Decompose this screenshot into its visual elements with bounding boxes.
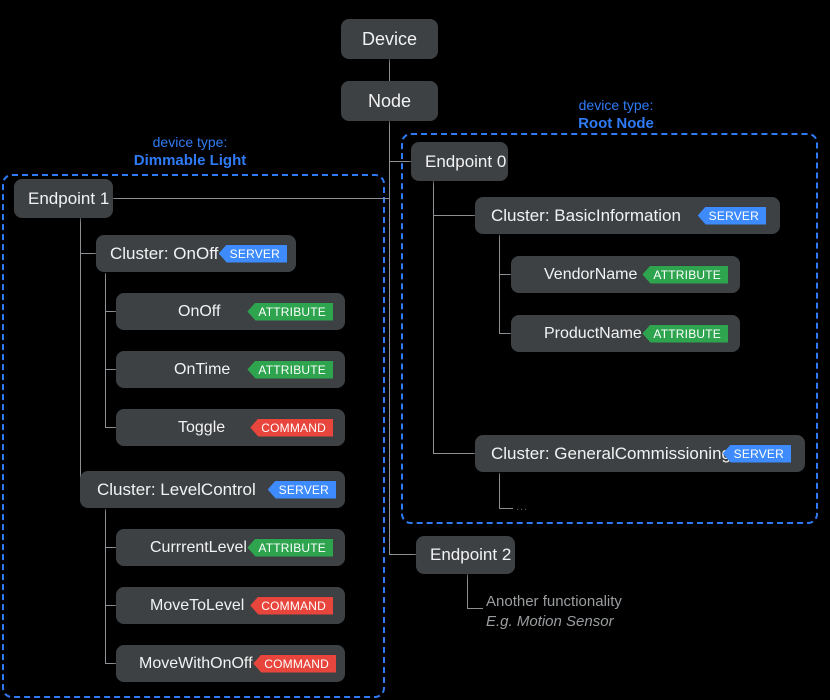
connector-onoff-to-toggle bbox=[105, 427, 116, 428]
node-endpoint-2[interactable]: Endpoint 2 bbox=[416, 536, 515, 574]
node-attribute-vendorname[interactable]: VendorName ATTRIBUTE bbox=[511, 256, 740, 293]
badge-server: SERVER bbox=[722, 444, 791, 463]
cluster-generalcommissioning-label: Cluster: GeneralCommissioning bbox=[491, 443, 731, 463]
attribute-onoff-label: OnOff bbox=[178, 302, 221, 320]
node-endpoint-2-label: Endpoint 2 bbox=[430, 545, 512, 564]
connector-onoff-trunk bbox=[105, 273, 106, 428]
node-device[interactable]: Device bbox=[341, 19, 438, 59]
attribute-ontime-label: OnTime bbox=[174, 360, 231, 378]
node-cluster-generalcommissioning[interactable]: Cluster: GeneralCommissioning SERVER bbox=[475, 435, 805, 472]
badge-attribute: ATTRIBUTE bbox=[247, 538, 333, 557]
node-command-toggle[interactable]: Toggle COMMAND bbox=[116, 409, 345, 446]
connector-endpoint2-trunk bbox=[467, 574, 468, 609]
connector-onoff-to-onoff-attr bbox=[105, 311, 116, 312]
connector-trunk-to-endpoint0 bbox=[389, 161, 411, 162]
badge-attribute: ATTRIBUTE bbox=[247, 302, 333, 321]
endpoint2-note: Another functionality E.g. Motion Sensor bbox=[486, 592, 622, 633]
attribute-vendorname-label: VendorName bbox=[544, 265, 638, 283]
connector-endpoint2-to-note bbox=[467, 608, 483, 609]
connector-levelcontrol-trunk bbox=[105, 509, 106, 664]
badge-attribute: ATTRIBUTE bbox=[642, 324, 728, 343]
node-attribute-currrentlevel[interactable]: CurrrentLevel ATTRIBUTE bbox=[116, 529, 345, 566]
connector-onoff-to-ontime bbox=[105, 369, 116, 370]
connector-endpoint0-trunk bbox=[433, 181, 434, 453]
badge-attribute: ATTRIBUTE bbox=[642, 265, 728, 284]
node-endpoint-0-label: Endpoint 0 bbox=[425, 151, 507, 171]
badge-server: SERVER bbox=[267, 480, 336, 499]
device-type-group-root-node bbox=[401, 133, 818, 524]
connector-basicinformation-to-productname bbox=[499, 333, 511, 334]
badge-command: COMMAND bbox=[253, 654, 336, 673]
endpoint2-note-sub: E.g. Motion Sensor bbox=[486, 613, 614, 631]
node-attribute-onoff[interactable]: OnOff ATTRIBUTE bbox=[116, 293, 345, 330]
connector-levelcontrol-to-movetolevel bbox=[105, 605, 116, 606]
device-type-prefix: device type: bbox=[152, 134, 228, 150]
connector-generalcommissioning-to-ellipsis bbox=[499, 508, 513, 509]
device-type-caption-dimmable-light: device type: Dimmable Light bbox=[90, 134, 290, 170]
connector-levelcontrol-to-currentlevel bbox=[105, 547, 116, 548]
connector-node-trunk bbox=[389, 121, 390, 555]
node-endpoint-0[interactable]: Endpoint 0 bbox=[411, 142, 508, 181]
device-type-caption-root-node: device type: Root Node bbox=[516, 97, 716, 133]
node-endpoint-1[interactable]: Endpoint 1 bbox=[14, 179, 113, 218]
connector-trunk-to-endpoint2 bbox=[389, 554, 416, 555]
node-cluster-onoff[interactable]: Cluster: OnOff SERVER bbox=[96, 235, 296, 272]
badge-server: SERVER bbox=[697, 206, 766, 225]
node-node[interactable]: Node bbox=[341, 81, 438, 121]
cluster-basicinformation-label: Cluster: BasicInformation bbox=[491, 205, 681, 225]
node-attribute-ontime[interactable]: OnTime ATTRIBUTE bbox=[116, 351, 345, 388]
connector-endpoint0-to-generalcommissioning bbox=[433, 453, 475, 454]
cluster-onoff-label: Cluster: OnOff bbox=[110, 243, 219, 263]
device-type-prefix: device type: bbox=[578, 97, 654, 113]
connector-endpoint1-trunk bbox=[80, 218, 81, 490]
node-command-movetolevel[interactable]: MoveToLevel COMMAND bbox=[116, 587, 345, 624]
connector-generalcommissioning-trunk bbox=[499, 473, 500, 509]
connector-endpoint0-to-basicinformation bbox=[433, 215, 475, 216]
node-device-label: Device bbox=[361, 28, 418, 49]
device-type-name: Dimmable Light bbox=[133, 151, 247, 169]
attribute-productname-label: ProductName bbox=[544, 324, 642, 342]
connector-trunk-to-endpoint1 bbox=[113, 198, 390, 199]
badge-command: COMMAND bbox=[250, 418, 333, 437]
endpoint2-note-main: Another functionality bbox=[486, 593, 622, 610]
command-movewithonoff-label: MoveWithOnOff bbox=[139, 654, 253, 672]
node-command-movewithonoff[interactable]: MoveWithOnOff COMMAND bbox=[116, 645, 345, 682]
node-cluster-basicinformation[interactable]: Cluster: BasicInformation SERVER bbox=[475, 197, 780, 234]
node-attribute-productname[interactable]: ProductName ATTRIBUTE bbox=[511, 315, 740, 352]
command-toggle-label: Toggle bbox=[178, 418, 226, 436]
node-cluster-levelcontrol[interactable]: Cluster: LevelControl SERVER bbox=[80, 471, 345, 508]
connector-basicinformation-to-vendorname bbox=[499, 274, 511, 275]
device-type-group-dimmable-light bbox=[2, 174, 385, 698]
badge-command: COMMAND bbox=[250, 596, 333, 615]
attribute-currrentlevel-label: CurrrentLevel bbox=[150, 538, 247, 556]
badge-attribute: ATTRIBUTE bbox=[247, 360, 333, 379]
generalcommissioning-ellipsis: ... bbox=[516, 501, 529, 513]
node-endpoint-1-label: Endpoint 1 bbox=[28, 188, 110, 208]
connector-basicinformation-trunk bbox=[499, 235, 500, 334]
device-type-name: Root Node bbox=[578, 114, 654, 132]
connector-levelcontrol-to-movewithonoff bbox=[105, 663, 116, 664]
connector-device-to-node bbox=[389, 59, 390, 81]
badge-server: SERVER bbox=[218, 244, 287, 263]
cluster-levelcontrol-label: Cluster: LevelControl bbox=[97, 479, 256, 499]
command-movetolevel-label: MoveToLevel bbox=[150, 596, 245, 614]
node-node-label: Node bbox=[367, 90, 412, 111]
